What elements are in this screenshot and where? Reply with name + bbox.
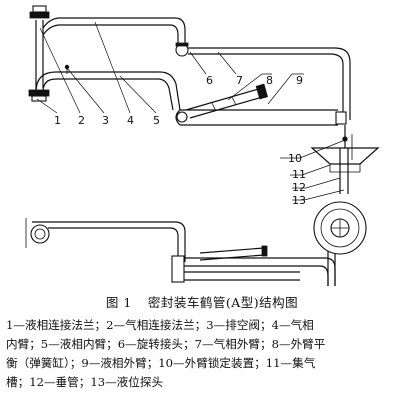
callout-numbers: 1 2 3 4 5 6 7 8 9 10 11 12 13 [54, 74, 306, 207]
callout-5: 5 [153, 114, 160, 127]
callout-6: 6 [206, 74, 213, 87]
rotary-joint-icon [335, 111, 347, 125]
legend-line: 1—液相连接法兰；2—气相连接法兰；3—排空阀；4—气相 [6, 318, 314, 332]
callout-3: 3 [102, 114, 109, 127]
structure-drawing: 1 2 3 4 5 6 7 8 9 10 11 12 13 [25, 5, 380, 286]
legend-line: 衡（弹簧缸）；9—液相外臂；10—外臂锁定装置；11—集气 [6, 356, 316, 370]
lower-view [25, 201, 367, 286]
legend-line: 内臂；5—液相内臂；6—旋转接头；7—气相外臂；8—外臂平 [6, 337, 326, 351]
liquid-phase-inner-arm [28, 64, 181, 111]
top-flange-icon [29, 11, 50, 19]
callout-4: 4 [127, 114, 134, 127]
callout-9: 9 [296, 74, 303, 87]
callout-10: 10 [288, 152, 302, 165]
legend-line: 槽；12—垂管；13—液位探头 [6, 375, 164, 389]
upper-leader-lines [36, 21, 346, 201]
gas-phase-inner-arm [42, 17, 189, 57]
balance-spring-cylinder [185, 83, 268, 119]
callout-13: 13 [292, 194, 306, 207]
callout-12: 12 [292, 181, 306, 194]
left-riser [29, 5, 50, 92]
figure-caption: 图 1 密封装车鹤管(A型)结构图 [0, 292, 404, 311]
figure-title: 密封装车鹤管(A型)结构图 [147, 295, 299, 310]
callout-2: 2 [78, 114, 85, 127]
drop-pipe-group [310, 125, 380, 194]
parts-legend: 1—液相连接法兰；2—气相连接法兰；3—排空阀；4—气相 内臂；5—液相内臂；6… [6, 316, 400, 392]
liquid-flange-icon [28, 89, 50, 97]
callout-7: 7 [236, 74, 243, 87]
figure-number: 图 1 [105, 295, 132, 310]
callout-1: 1 [54, 114, 61, 127]
callout-8: 8 [266, 74, 273, 87]
outer-arm-assembly [175, 47, 351, 126]
callout-11: 11 [292, 168, 306, 181]
